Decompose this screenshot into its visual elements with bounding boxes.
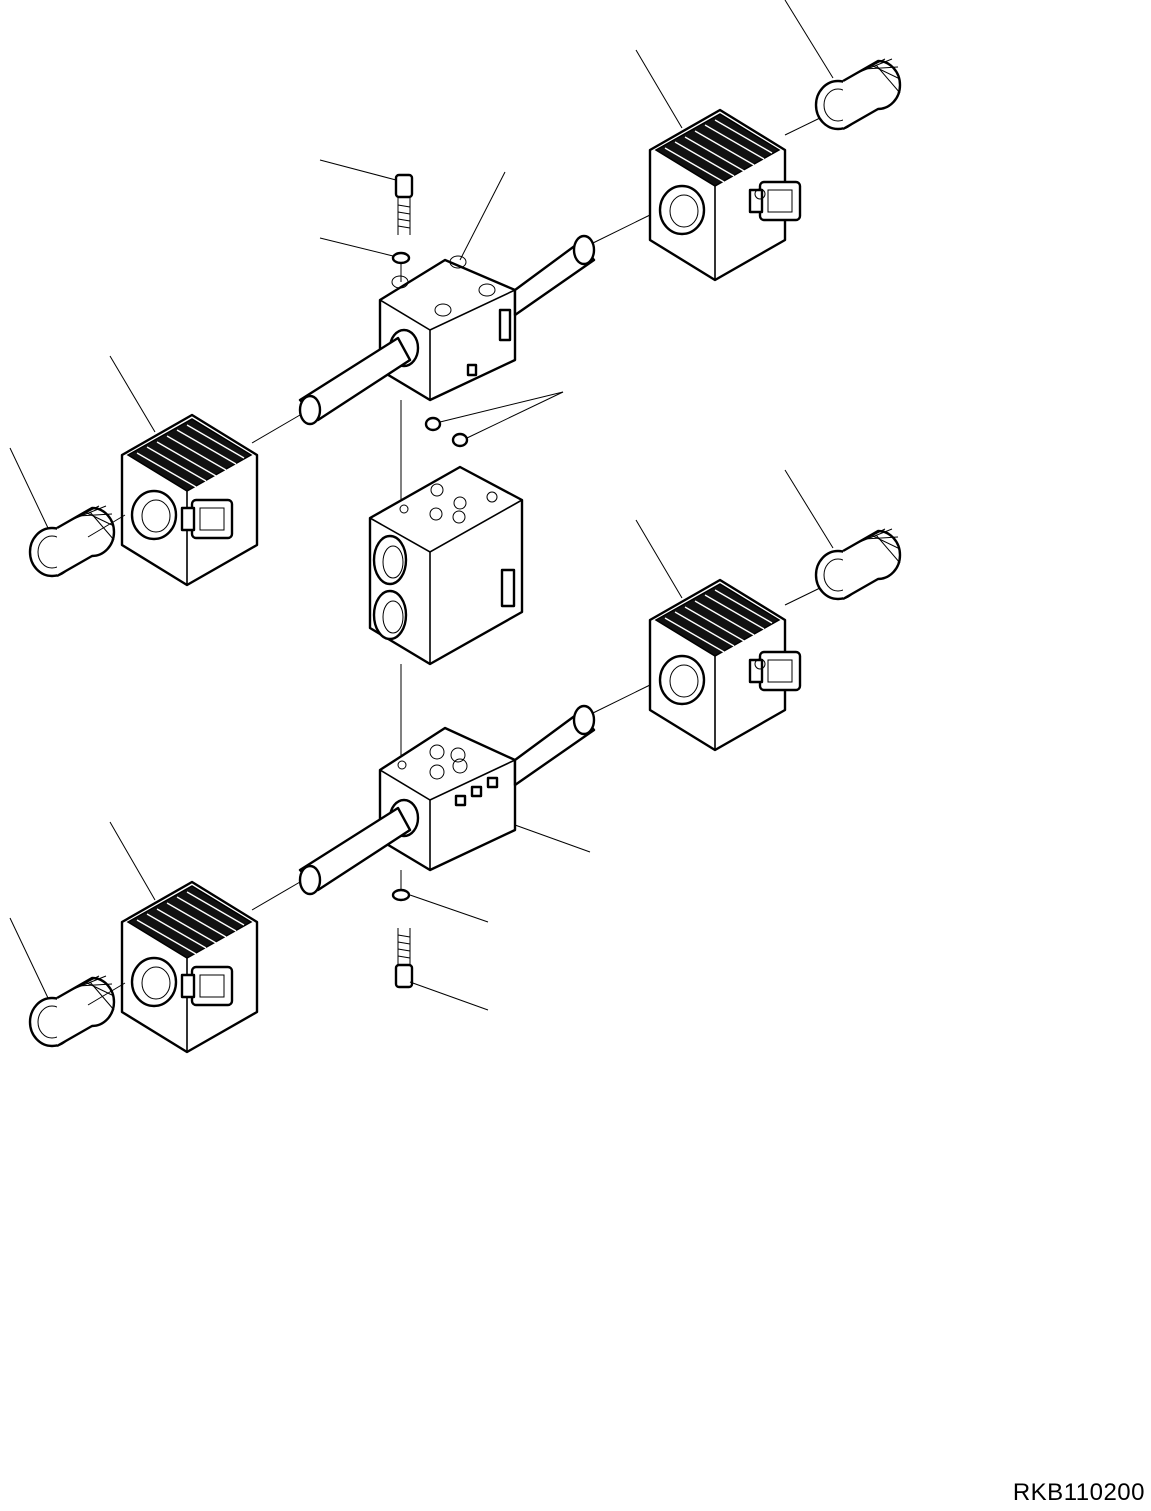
solenoid-coil-lower-left xyxy=(120,880,259,1054)
coil-nut-lower-right xyxy=(814,527,902,601)
washer-lower xyxy=(391,888,411,902)
solenoid-coil-upper-left xyxy=(120,413,259,587)
coil-nut-upper-right xyxy=(814,57,902,131)
cap-screw-lower xyxy=(394,928,414,989)
cap-screw-upper xyxy=(394,173,414,235)
spool-valve-body-upper xyxy=(298,234,596,426)
washer-upper xyxy=(391,251,411,265)
upper-assembly xyxy=(28,57,902,587)
plug xyxy=(424,416,469,448)
drawing-code: RKB110200 xyxy=(1012,1479,1145,1506)
valve-block xyxy=(368,465,524,666)
spool-valve-body-lower xyxy=(298,704,596,896)
solenoid-coil-lower-right xyxy=(648,578,802,752)
leader-lines xyxy=(9,0,834,1011)
solenoid-coil-upper-right xyxy=(648,108,802,282)
lower-assembly xyxy=(28,527,902,1054)
